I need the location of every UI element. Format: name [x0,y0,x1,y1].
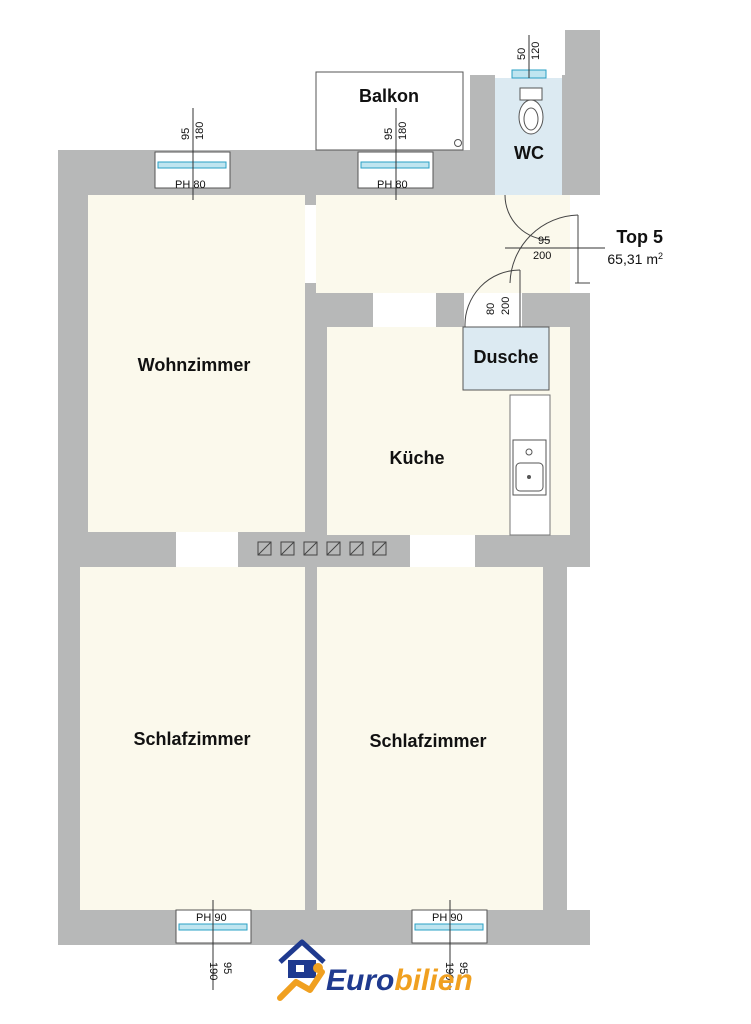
room-label-wc: WC [514,143,544,163]
wc-door [504,194,551,241]
unit-area-superscript: 2 [658,251,663,261]
window-schlafzimmer-2-height: 190 [443,962,455,980]
entrance-door-width: 95 [538,235,550,247]
room-label-dusche: Dusche [473,347,538,367]
window-balkon-sill: PH 80 [377,179,408,191]
brand-name-part2: bilien [394,964,472,997]
window-wc [511,35,547,79]
unit-area-text: 65,31 m2 [607,251,663,267]
brand-logo: Eurobilien [277,939,473,1001]
window-schlafzimmer-2-sill: PH 90 [432,912,463,924]
balcony-drain-icon [454,139,462,147]
walls [58,30,600,945]
window-balkon-height: 180 [397,122,409,140]
window-schlafzimmer-2-width: 95 [457,962,469,974]
window-schlafzimmer-1-sill: PH 90 [196,912,227,924]
entrance-door-height: 200 [533,250,551,262]
dusche-door-height: 200 [500,297,512,315]
window-wohnzimmer [154,108,231,200]
room-label-schlafzimmer-2: Schlafzimmer [369,731,486,751]
window-wohnzimmer-sill: PH 80 [175,179,206,191]
dusche-door-width: 80 [485,303,497,315]
window-wc-width: 50 [516,48,528,60]
window-balkon [357,108,434,200]
sink-icon [512,439,547,496]
chimney-flues [257,541,387,556]
window-wc-height: 120 [530,42,542,60]
window-wohnzimmer-height: 180 [194,122,206,140]
unit-name: Top 5 [616,227,663,247]
window-schlafzimmer-2 [411,900,488,990]
brand-name-part1: Euro [326,964,394,997]
floors [80,71,590,910]
window-schlafzimmer-1-height: 190 [207,962,219,980]
toilet-icon [518,87,544,135]
dusche-door [464,269,521,328]
window-balkon-width: 95 [383,128,395,140]
room-label-wohnzimmer: Wohnzimmer [138,355,251,375]
room-label-schlafzimmer-1: Schlafzimmer [133,729,250,749]
window-wohnzimmer-width: 95 [180,128,192,140]
house-icon [278,939,326,978]
room-label-kueche: Küche [389,448,444,468]
brand-name: Eurobilien [326,964,473,997]
unit-area: 65,31 m [607,251,658,267]
runner-icon [277,963,325,1001]
room-label-balkon: Balkon [359,86,419,106]
window-schlafzimmer-1-width: 95 [221,962,233,974]
window-schlafzimmer-1 [175,900,252,990]
